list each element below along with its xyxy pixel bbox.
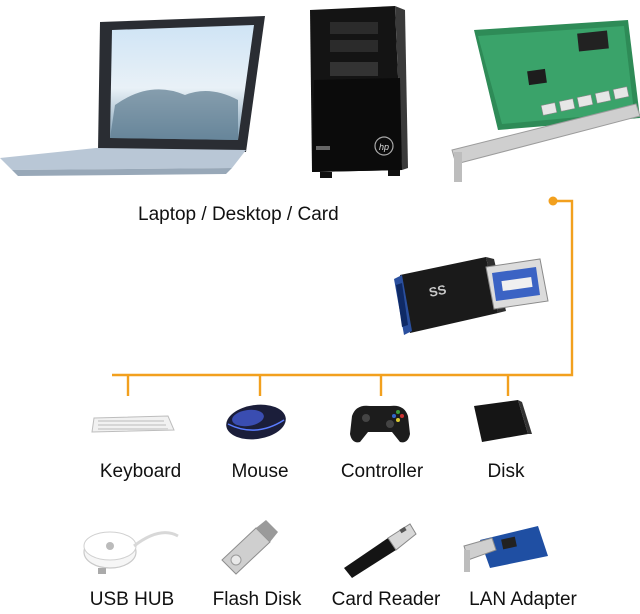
usb-angle-adapter-icon: SS: [394, 257, 549, 335]
usb-hub-icon: [83, 531, 179, 574]
keyboard-label: Keyboard: [99, 461, 182, 482]
expansion-card-icon: [451, 20, 640, 182]
game-controller-icon: [350, 405, 410, 443]
usb-hub-label: USB HUB: [89, 589, 175, 610]
lan-adapter-label: LAN Adapter: [469, 589, 577, 610]
lan-adapter-icon: [463, 526, 548, 572]
superspeed-marking: SS: [428, 282, 448, 300]
card-reader-label: Card Reader: [331, 589, 441, 610]
keyboard-icon: [91, 415, 175, 433]
disk-label: Disk: [487, 461, 525, 482]
flash-disk-icon: [221, 520, 278, 575]
hp-logo: hp: [379, 142, 389, 152]
mouse-label: Mouse: [231, 461, 289, 482]
card-reader-icon: [344, 523, 417, 578]
mouse-icon: [226, 404, 286, 440]
controller-label: Controller: [340, 461, 424, 482]
hosts-caption: Laptop / Desktop / Card: [138, 204, 339, 225]
laptop-icon: [0, 16, 265, 176]
desktop-tower-icon: hp: [310, 6, 408, 178]
flash-disk-label: Flash Disk: [212, 589, 302, 610]
hard-disk-icon: [474, 400, 532, 442]
